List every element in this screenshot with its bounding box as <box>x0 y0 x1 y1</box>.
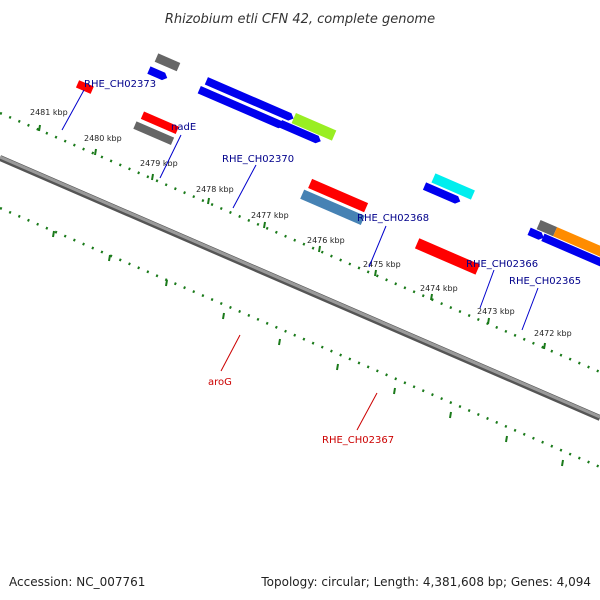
major-tick <box>278 338 281 346</box>
gene-label[interactable]: RHE_CH02367 <box>322 435 394 446</box>
inner-major-ticks <box>52 230 564 467</box>
kbp-tick-label: 2479 kbp <box>140 159 178 168</box>
gene-feature[interactable] <box>133 121 175 145</box>
gene-feature[interactable] <box>431 173 475 200</box>
callout-line <box>220 334 241 372</box>
callout-line <box>356 392 378 431</box>
major-tick <box>151 173 154 181</box>
feature-layer <box>75 53 600 275</box>
gene-feature[interactable] <box>204 77 295 122</box>
gene-feature[interactable] <box>75 80 94 94</box>
callout-line <box>479 269 495 309</box>
gene-label[interactable]: RHE_CH02368 <box>357 213 429 224</box>
gene-label[interactable]: aroG <box>208 377 232 388</box>
gene-feature[interactable] <box>147 66 169 81</box>
callout-line <box>61 89 85 131</box>
major-tick <box>108 254 111 262</box>
major-tick <box>207 197 210 205</box>
kbp-labels: 2481 kbp 2480 kbp 2479 kbp 2478 kbp 2477… <box>30 108 572 338</box>
gene-label[interactable]: RHE_CH02373 <box>84 79 156 90</box>
major-tick <box>318 245 321 253</box>
gene-feature[interactable] <box>527 227 546 242</box>
gene-feature[interactable] <box>541 233 600 274</box>
kbp-tick-label: 2473 kbp <box>477 307 515 316</box>
kbp-tick-label: 2475 kbp <box>363 260 401 269</box>
kbp-tick-label: 2477 kbp <box>251 211 289 220</box>
gene-label[interactable]: RHE_CH02370 <box>222 154 294 165</box>
genome-summary-text: Topology: circular; Length: 4,381,608 bp… <box>260 575 591 589</box>
gene-label[interactable]: RHE_CH02366 <box>466 259 538 270</box>
major-tick <box>449 411 452 419</box>
callout-line <box>159 134 182 179</box>
major-tick <box>165 279 168 287</box>
gene-feature[interactable] <box>422 182 462 205</box>
major-tick <box>543 342 546 350</box>
kbp-tick-label: 2480 kbp <box>84 134 122 143</box>
gene-feature[interactable] <box>414 238 480 275</box>
gene-label[interactable]: nadE <box>171 122 196 133</box>
kbp-tick-label: 2472 kbp <box>534 329 572 338</box>
major-tick <box>561 459 564 467</box>
inner-tick-track <box>0 206 600 469</box>
major-tick <box>430 293 433 301</box>
major-tick <box>222 312 225 320</box>
callout-line <box>368 225 387 268</box>
major-tick <box>52 230 55 238</box>
gene-feature[interactable] <box>300 189 365 225</box>
kbp-tick-label: 2481 kbp <box>30 108 68 117</box>
accession-text: Accession: NC_007761 <box>9 575 145 589</box>
major-tick <box>487 317 490 325</box>
callout-line <box>521 287 539 331</box>
callout-lines-reverse <box>220 334 378 431</box>
major-tick <box>505 435 508 443</box>
gene-feature[interactable] <box>291 113 337 141</box>
gene-feature[interactable] <box>536 219 558 237</box>
major-tick <box>94 148 97 156</box>
genome-backbone <box>0 155 600 419</box>
gene-label[interactable]: RHE_CH02365 <box>509 276 581 287</box>
callout-line <box>232 164 257 209</box>
kbp-tick-label: 2476 kbp <box>307 236 345 245</box>
gene-feature[interactable] <box>553 227 600 267</box>
major-tick <box>374 269 377 277</box>
gene-feature[interactable] <box>308 178 369 213</box>
major-tick <box>393 387 396 395</box>
kbp-tick-label: 2474 kbp <box>420 284 458 293</box>
gene-feature[interactable] <box>154 53 181 72</box>
outer-major-ticks <box>38 124 546 350</box>
major-tick <box>336 363 339 371</box>
outer-tick-track <box>0 111 600 374</box>
major-tick <box>38 124 41 132</box>
gene-feature[interactable] <box>140 111 179 134</box>
major-tick <box>263 221 266 229</box>
gene-feature[interactable] <box>278 120 323 145</box>
map-title: Rhizobium etli CFN 42, complete genome <box>165 12 435 27</box>
kbp-tick-label: 2478 kbp <box>196 185 234 194</box>
callout-lines-forward <box>61 89 539 331</box>
gene-feature[interactable] <box>197 86 286 130</box>
